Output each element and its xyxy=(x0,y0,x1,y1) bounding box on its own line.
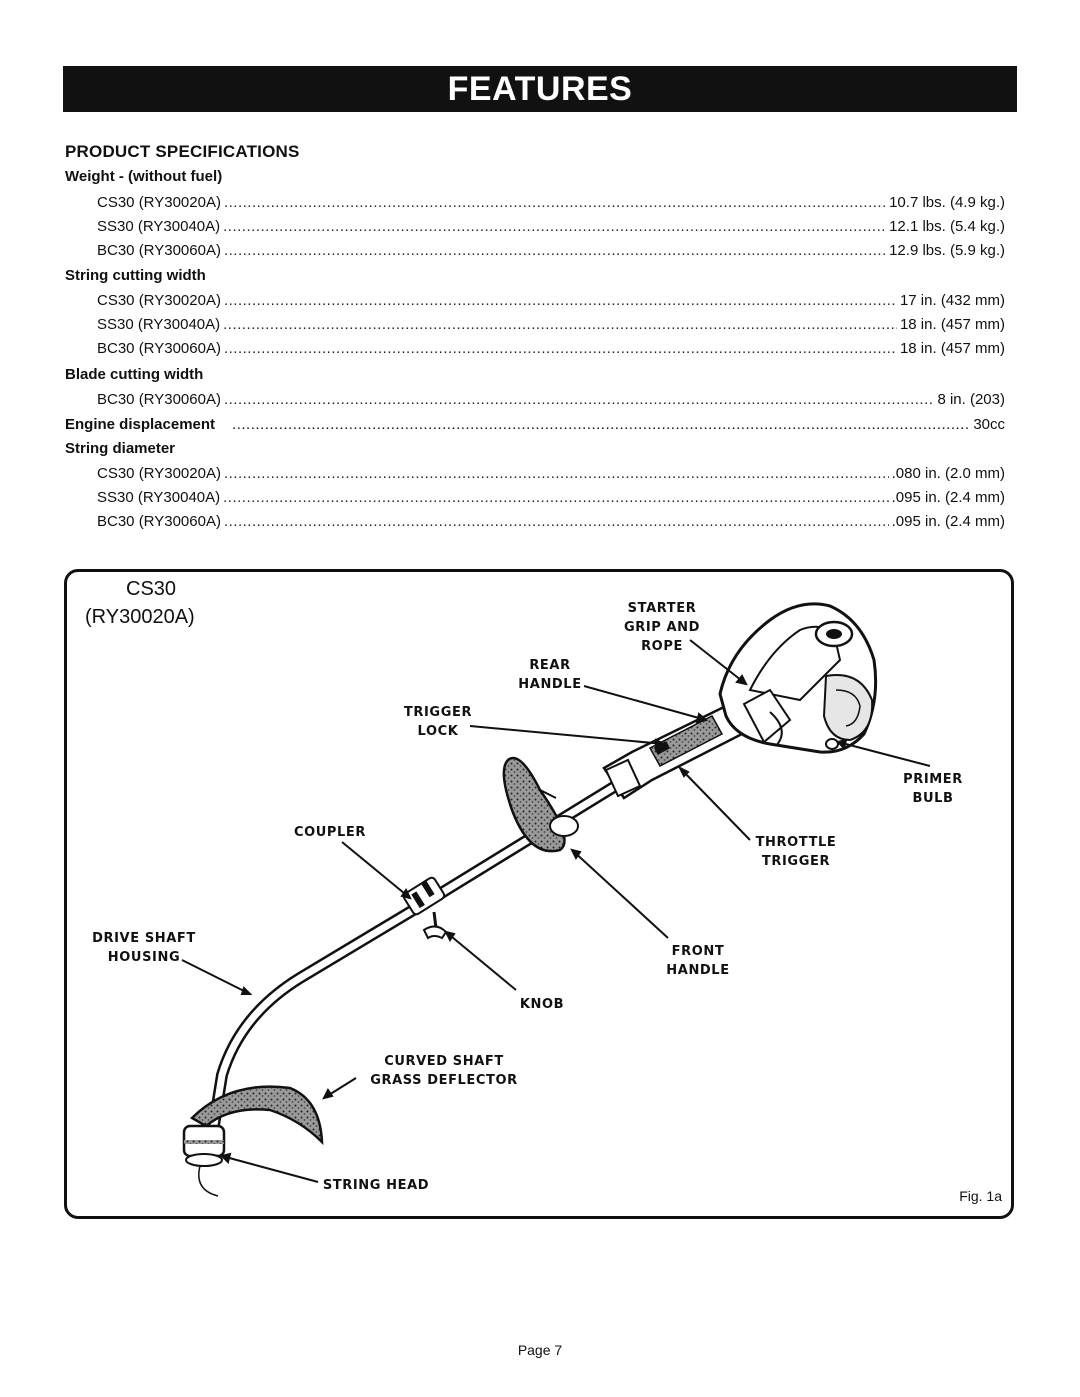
spec-value: 18 in. (457 mm) xyxy=(899,340,1005,357)
string-head-part xyxy=(182,1124,226,1197)
spec-row: SS30 (RY30040A) .095 in. (2.4 mm) xyxy=(97,488,1005,508)
figure-number: Fig. 1a xyxy=(959,1188,1002,1204)
spec-model: BC30 (RY30060A) xyxy=(97,242,221,259)
spec-model: CS30 (RY30020A) xyxy=(97,292,221,309)
string-cutting-width-title: String cutting width xyxy=(65,267,206,284)
page-number: Page 7 xyxy=(517,1342,563,1358)
knob-label: KNOB xyxy=(519,997,565,1012)
spec-row: BC30 (RY30060A) .095 in. (2.4 mm) xyxy=(97,512,1005,532)
spec-model: BC30 (RY30060A) xyxy=(97,391,221,408)
throttle-housing-part xyxy=(602,704,744,800)
engine-displacement-row: Engine displacement 30cc xyxy=(65,415,1005,435)
spec-row: BC30 (RY30060A) 12.9 lbs. (5.9 kg.) xyxy=(97,241,1005,261)
spec-value: .080 in. (2.0 mm) xyxy=(891,465,1005,482)
spec-model: SS30 (RY30040A) xyxy=(97,489,221,506)
front-handle-part xyxy=(502,756,579,853)
spec-value: 18 in. (457 mm) xyxy=(899,316,1005,333)
spec-row: SS30 (RY30040A) 12.1 lbs. (5.4 kg.) xyxy=(97,217,1005,237)
model-name: CS30 xyxy=(126,578,177,600)
spec-row: BC30 (RY30060A) 18 in. (457 mm) xyxy=(97,339,1005,359)
spec-value: .095 in. (2.4 mm) xyxy=(891,489,1005,506)
spec-value: 10.7 lbs. (4.9 kg.) xyxy=(889,194,1005,211)
spec-value: .095 in. (2.4 mm) xyxy=(891,513,1005,530)
spec-model: BC30 (RY30060A) xyxy=(97,513,221,530)
spec-value: 12.9 lbs. (5.9 kg.) xyxy=(889,242,1005,259)
spec-row: CS30 (RY30020A) 10.7 lbs. (4.9 kg.) xyxy=(97,193,1005,213)
spec-model: CS30 (RY30020A) xyxy=(97,465,221,482)
engine-part xyxy=(718,602,878,754)
engine-displacement-label: Engine displacement xyxy=(65,416,216,433)
weight-title: Weight - (without fuel) xyxy=(65,168,223,185)
spec-value: 12.1 lbs. (5.4 kg.) xyxy=(889,218,1005,235)
grass-deflector-part xyxy=(189,1085,324,1146)
spec-row: CS30 (RY30020A) .080 in. (2.0 mm) xyxy=(97,464,1005,484)
leader-lines xyxy=(181,639,931,1183)
spec-value: 17 in. (432 mm) xyxy=(899,292,1005,309)
model-number: (RY30020A) xyxy=(85,606,195,628)
string-head-label: STRING HEAD xyxy=(322,1178,430,1193)
blade-cutting-width-title: Blade cutting width xyxy=(65,366,204,383)
spec-value: 8 in. (203) xyxy=(937,391,1005,408)
spec-row: BC30 (RY30060A) 8 in. (203) xyxy=(97,390,1005,410)
engine-displacement-value: 30cc xyxy=(973,416,1005,433)
product-specifications-title: PRODUCT SPECIFICATIONS xyxy=(65,142,300,161)
spec-model: SS30 (RY30040A) xyxy=(97,316,221,333)
features-header: FEATURES xyxy=(63,66,1017,112)
spec-row: CS30 (RY30020A) 17 in. (432 mm) xyxy=(97,291,1005,311)
figure-frame xyxy=(64,569,1014,1219)
spec-model: BC30 (RY30060A) xyxy=(97,340,221,357)
spec-model: SS30 (RY30040A) xyxy=(97,218,221,235)
spec-row: SS30 (RY30040A) 18 in. (457 mm) xyxy=(97,315,1005,335)
coupler-label: COUPLER xyxy=(293,825,367,840)
knob-part xyxy=(422,911,448,940)
coupler-part xyxy=(402,876,446,916)
spec-model: CS30 (RY30020A) xyxy=(97,194,221,211)
string-diameter-title: String diameter xyxy=(65,440,176,457)
